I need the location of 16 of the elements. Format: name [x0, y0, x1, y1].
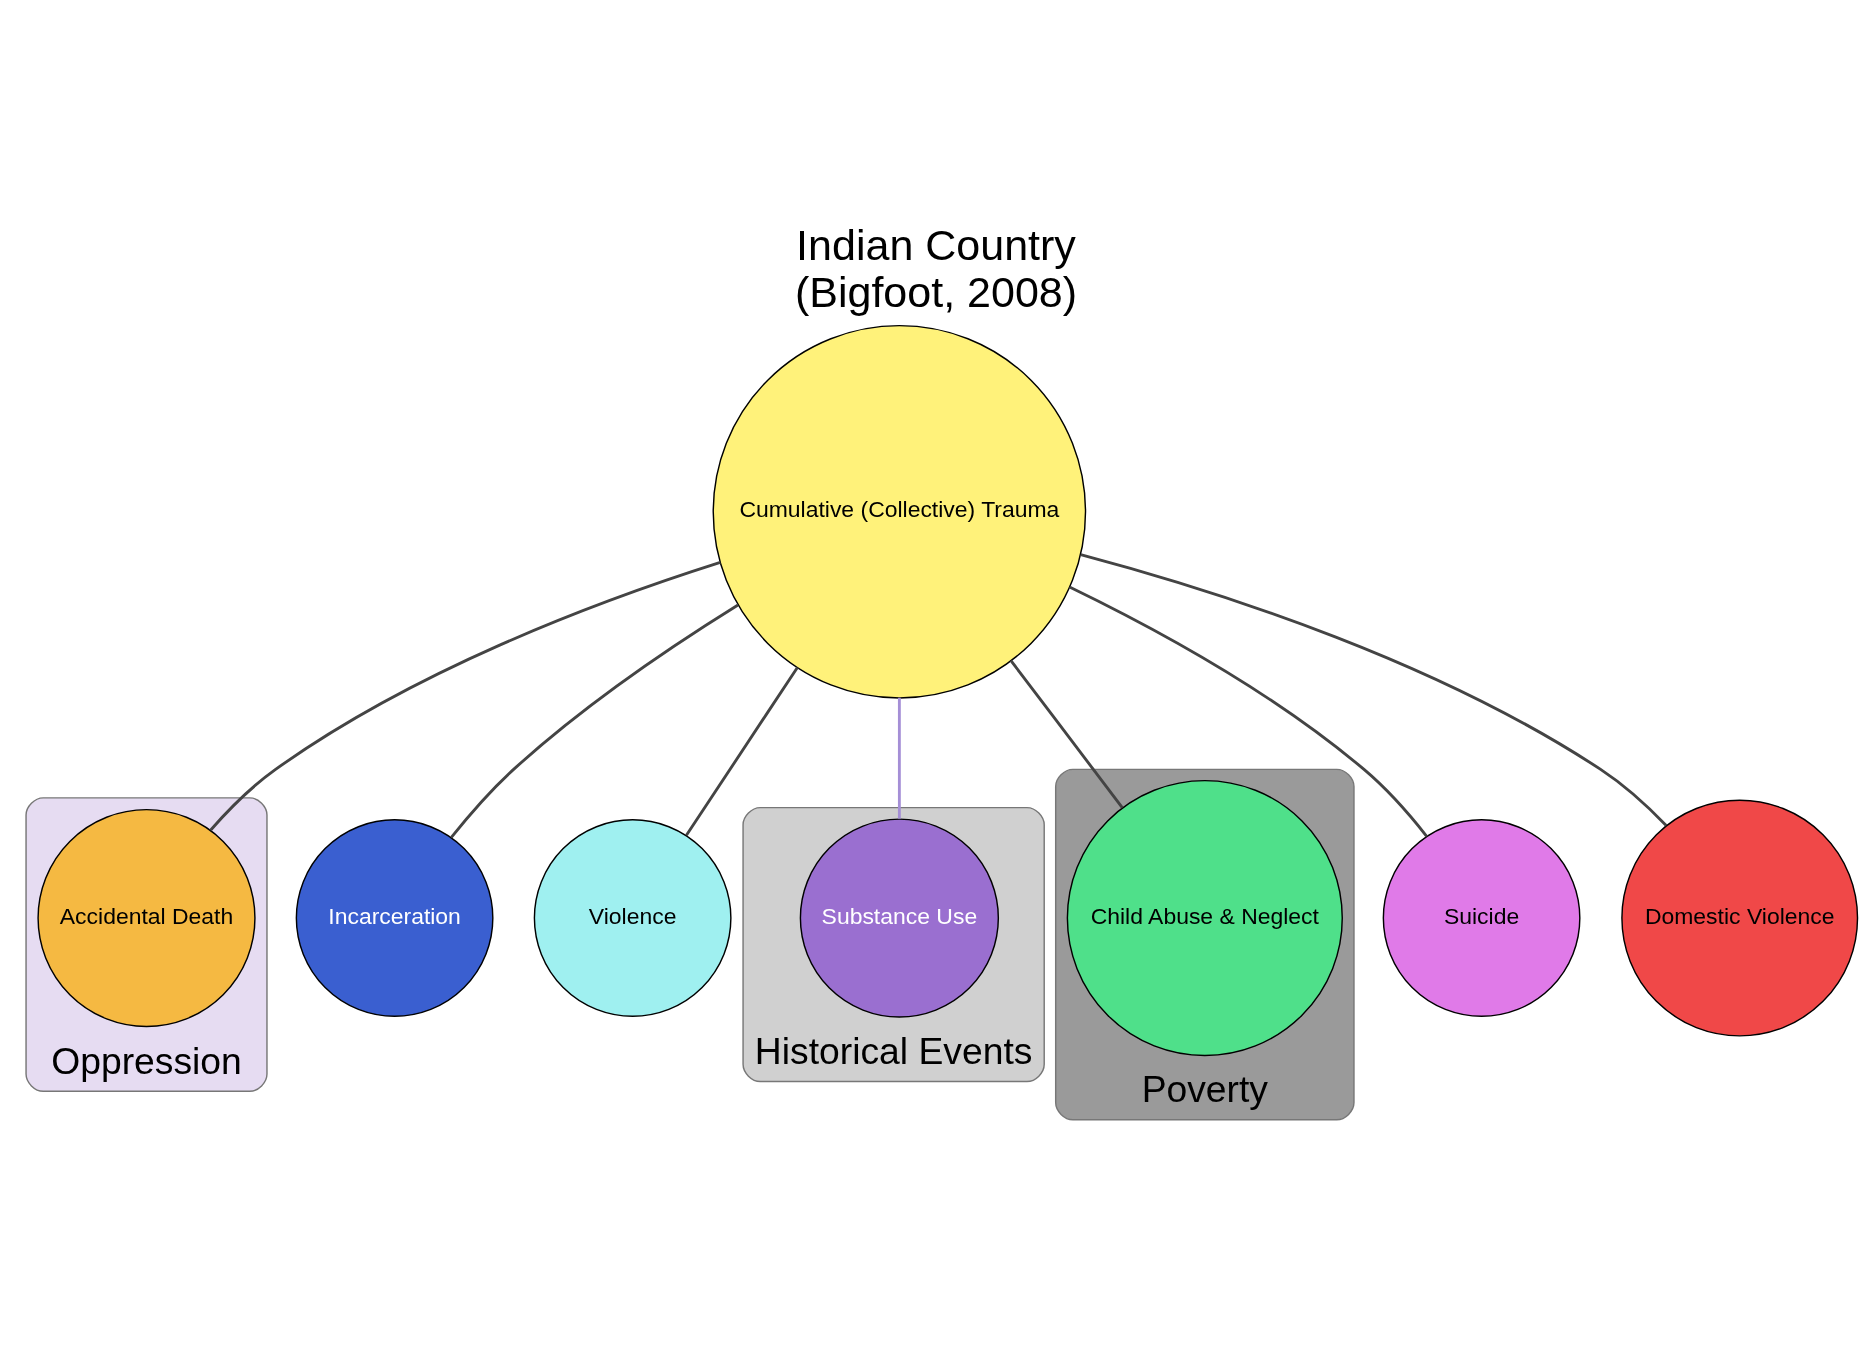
connector: [685, 666, 799, 836]
node-circle: Child Abuse & Neglect: [1066, 779, 1343, 1056]
connector: [1068, 585, 1428, 837]
connector: [897, 697, 901, 819]
node-circle: Accidental Death: [37, 808, 256, 1027]
node-circle: Domestic Violence: [1621, 799, 1859, 1037]
node-circle: Cumulative (Collective) Trauma: [712, 324, 1087, 699]
node-circle: Violence: [533, 818, 732, 1017]
connector: [450, 603, 739, 838]
node-circle: Substance Use: [799, 817, 1000, 1018]
diagram-title: Indian Country: [796, 220, 1076, 269]
connector: [209, 560, 721, 831]
connector: [1009, 659, 1124, 808]
node-circle: Suicide: [1382, 818, 1581, 1017]
node-circle: Incarceration: [295, 818, 494, 1017]
connector: [1080, 552, 1668, 826]
